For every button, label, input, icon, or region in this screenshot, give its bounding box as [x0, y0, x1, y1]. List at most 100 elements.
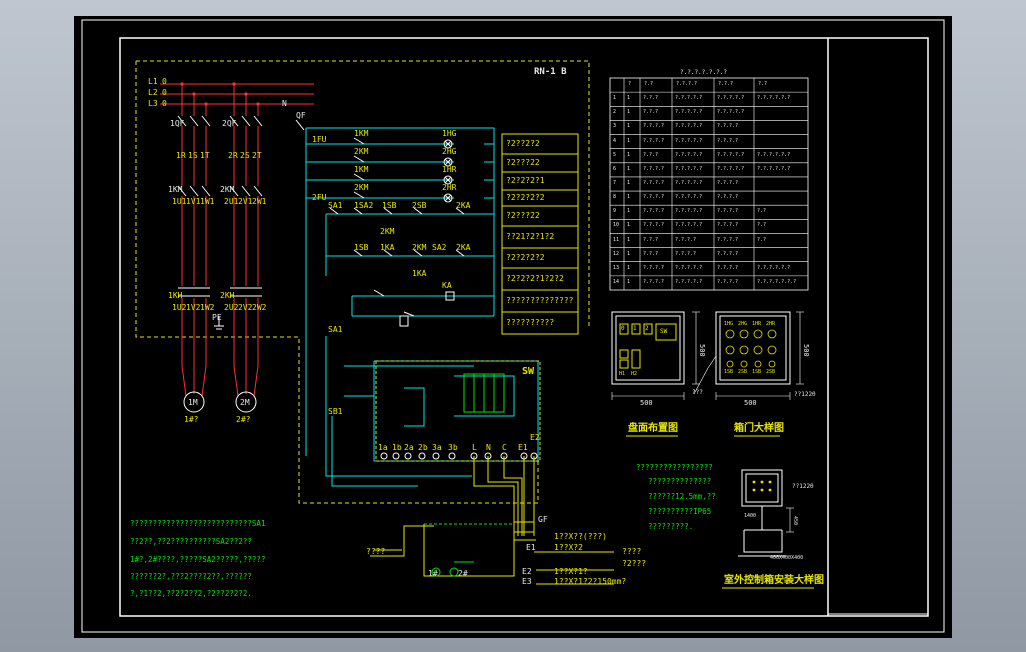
spec-note-2: ??????????????: [648, 477, 712, 486]
term-1t: 1T: [200, 151, 210, 160]
spec-table-cell: ?.?.?.?.?.?.?: [757, 278, 797, 285]
ctrl-label-9: 2KA: [456, 201, 471, 210]
breaker-1qf: 1QF: [170, 119, 185, 128]
door-row2-2: 2SB: [738, 369, 748, 375]
spec-table-cell: 3: [613, 123, 617, 130]
pump-small-1: 1#: [428, 569, 438, 578]
spec-table-cell: ?.?.?: [643, 109, 659, 116]
spec-table-cell: ?.?.?.?.?: [717, 151, 745, 158]
spec-table-cell: ?.?.?: [643, 250, 659, 257]
out-2v2: 2V2: [238, 303, 253, 312]
door-row2-1: 1SB: [724, 369, 734, 375]
spec-table-cell: ?.?.?.?: [643, 222, 665, 229]
spec-table-cell: 1: [627, 165, 631, 172]
out-1w1: 1W1: [200, 197, 215, 206]
spec-table-cell: ?.?.?.?: [717, 123, 739, 130]
function-label-9: ??????????????: [506, 296, 574, 305]
spec-table-cell: 1: [627, 151, 631, 158]
sensor-e3: E3: [522, 577, 532, 586]
bus-label-l1: L1: [148, 77, 158, 86]
side-mark-sb1: SB1: [328, 407, 343, 416]
spec-table-cell: 1: [627, 95, 631, 102]
spec-table-cell: ?.?.?.?: [675, 236, 697, 243]
spec-table-cell: 1: [627, 278, 631, 285]
spec-table-cell: 1: [627, 208, 631, 215]
sw-term-l: L: [472, 443, 477, 452]
spec-table-cell: ?.?.?: [643, 236, 659, 243]
spec-table-cell: ?.?.?.?: [717, 180, 739, 186]
door-label-2: 2HG: [738, 321, 748, 327]
install-dim-top: ??1220: [792, 483, 814, 490]
spec-table-cell: ?.?: [757, 208, 767, 215]
spec-table-cell: ?.?.?.?.?: [675, 123, 703, 130]
spec-table-cell: ?.?.?.?.?: [675, 151, 703, 158]
door-width-dim: 500: [744, 399, 757, 407]
function-label-1: ?2??2?2: [506, 139, 540, 148]
install-title: 室外控制箱安装大样图: [724, 575, 824, 586]
door-side-dim-1: ???: [692, 389, 703, 396]
ctrl-label-5: SA1: [328, 201, 343, 210]
spec-table-cell: ?.?.?.?.?: [675, 137, 703, 144]
spec-header-cell: ?: [628, 81, 632, 88]
spec-table-cell: ?.?.?.?: [717, 264, 739, 271]
spec-table-cell: ?.?.?.?.?: [675, 109, 703, 116]
relay-1kh: 1KH: [168, 291, 183, 300]
spec-table-title: ?.?.?.?.?.?.?: [680, 69, 727, 76]
spec-table-cell: ?.?.?.?.?: [675, 194, 703, 201]
front-indicator-1: H1: [619, 371, 626, 377]
sw-term-1a: 1a: [378, 443, 388, 452]
out-1v2: 1V2: [186, 303, 201, 312]
spec-table-cell: ?.?.?: [643, 95, 659, 102]
spec-table-cell: ?.?.?.?: [717, 236, 739, 243]
out-2v1: 2V1: [238, 197, 253, 206]
spec-table-cell: ?.?.?.?: [643, 165, 665, 172]
door-label-3: 1HR: [752, 321, 762, 327]
side-mark-qf: QF: [296, 111, 306, 120]
term-2r: 2R: [228, 151, 238, 160]
door-row2-3: 1SB: [752, 369, 762, 375]
front-panel-title: 盘面布置图: [628, 423, 678, 434]
motor-1m: 1M: [188, 398, 198, 407]
out-1u2: 1U2: [172, 303, 187, 312]
ctrl-label-17: KA: [442, 281, 452, 290]
out-2w2: 2W2: [252, 303, 267, 312]
sw-label: SW: [522, 366, 535, 377]
indicator-1hr: 1HR: [442, 165, 457, 174]
out-1v1: 1V1: [186, 197, 201, 206]
note-line-4: ??????2?,???2????2??,??????: [130, 572, 252, 581]
bus-marker-2: 0: [162, 88, 167, 97]
spec-table-cell: ?.?.?.?: [643, 194, 665, 201]
spec-table-cell: ?.?.?.?.?.?: [757, 95, 791, 102]
front-box-1: 1: [633, 325, 637, 332]
spec-table-cell: ?.?.?.?.?: [675, 278, 703, 285]
spec-table-cell: ?.?.?.?: [643, 180, 665, 186]
spec-table-cell: ?.?: [757, 222, 767, 229]
ctrl-label-2: 2KM: [354, 147, 369, 156]
spec-table-cell: ?.?.?.?.?: [717, 165, 745, 172]
spec-table-cell: 1: [627, 264, 631, 271]
spec-header-cell: ?.?: [644, 81, 654, 88]
ctrl-label-3: 1KM: [354, 165, 369, 174]
function-label-5: ?2???22: [506, 211, 540, 220]
sw-term-3a: 3a: [432, 443, 442, 452]
side-mark-n: N: [282, 99, 287, 108]
spec-note-4: ??????????IP65: [648, 507, 712, 516]
spec-table-cell: ?.?.?.?: [643, 278, 665, 285]
ctrl-label-1: 1KM: [354, 129, 369, 138]
door-height-dim: 500: [802, 344, 810, 357]
cad-canvas[interactable]: RN-1 B L1 L2 L3 0 0 0 1QF 2QF 1R 1S 1T 2…: [74, 16, 952, 638]
spec-table-cell: 11: [613, 236, 620, 243]
front-box-0: 0: [621, 325, 625, 332]
spec-table-cell: 7: [613, 180, 617, 186]
spec-table-cell: 1: [627, 180, 631, 186]
motor-2m: 2M: [240, 398, 250, 407]
sw-term-1b: 1b: [392, 443, 402, 452]
ctrl-label-16: 1KA: [412, 269, 427, 278]
spec-table-cell: 10: [613, 222, 620, 229]
spec-table-cell: ?.?.?.?.?: [675, 222, 703, 229]
bus-label-l3: L3: [148, 99, 158, 108]
note-line-5: ?,?1??2,??2?2??2,?2??2?2?2.: [130, 589, 252, 598]
bus-marker-3: 0: [162, 99, 167, 108]
spec-table-cell: ?.?.?.?: [643, 137, 665, 144]
